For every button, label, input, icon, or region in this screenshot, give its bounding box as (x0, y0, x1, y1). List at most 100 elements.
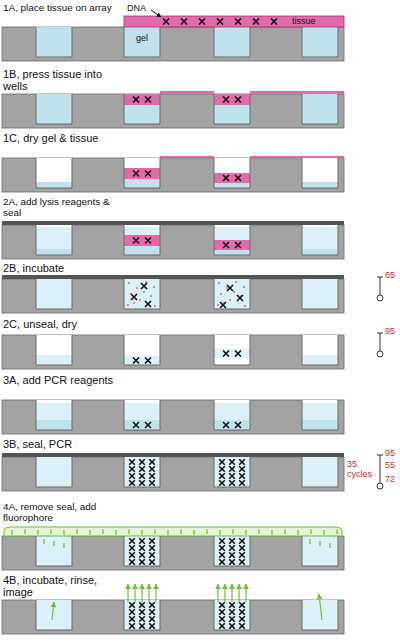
fluorophore-dash (154, 529, 155, 534)
tissue-debris (217, 304, 219, 306)
tissue-plug (214, 240, 250, 250)
temperature-label: 55 (385, 461, 399, 471)
thermometer-bulb (377, 295, 383, 301)
step-label: 3B, seal, PCR (3, 438, 115, 450)
well-wall (124, 27, 160, 57)
dna-mark (181, 19, 187, 25)
dna-mark (253, 19, 259, 25)
lysis-reagent (214, 227, 250, 240)
step-label: 2C, unseal, dry (3, 318, 115, 330)
well-wall (302, 536, 338, 566)
tissue-debris (150, 295, 152, 297)
pcr-product (214, 536, 250, 566)
pcr-product (214, 600, 250, 630)
dna-mark (219, 609, 225, 615)
fluorophore-dash (102, 529, 103, 534)
dna-mark (145, 301, 151, 307)
well (124, 279, 160, 309)
gel (302, 182, 338, 188)
array-block (2, 27, 344, 61)
arrow (319, 594, 322, 620)
dna-mark (149, 459, 155, 465)
fluorophore-dash (24, 529, 25, 534)
well (302, 225, 338, 255)
dna-mark (145, 171, 151, 177)
residue (214, 420, 250, 430)
tissue-layer (250, 156, 344, 158)
tissue-debris (235, 281, 237, 283)
tissue-debris (233, 291, 235, 293)
dna-mark (139, 623, 145, 629)
pcr-product (124, 600, 160, 630)
step-label: 4B, incubate, rinse, image (3, 574, 115, 598)
dna-mark (139, 538, 145, 544)
pcr-reagent (302, 457, 338, 487)
gel (302, 27, 338, 57)
tissue-debris (229, 299, 231, 301)
dna-mark (139, 559, 145, 565)
array-block (2, 158, 344, 192)
dna-mark (229, 616, 235, 622)
dna-mark (229, 473, 235, 479)
tissue-layer (160, 156, 214, 158)
well (124, 225, 160, 255)
well (124, 335, 160, 365)
well-wall (302, 94, 338, 124)
dna-mark (149, 538, 155, 544)
dna-mark (220, 302, 226, 308)
dna-mark (149, 480, 155, 486)
dna-mark (149, 616, 155, 622)
well-wall (36, 94, 72, 124)
fluorophore-dash (319, 541, 320, 546)
tissue-debris (143, 291, 145, 293)
lysate (214, 279, 250, 309)
pcr-reagent (36, 403, 72, 420)
dna-mark (219, 559, 225, 565)
fluorophore-layer (4, 527, 342, 536)
array-block (2, 457, 344, 491)
well-wall (214, 457, 250, 487)
thermometer-stem (377, 333, 383, 351)
tissue-plug (124, 168, 160, 179)
temperature-label: 95 (385, 449, 399, 459)
array-block (2, 225, 344, 259)
arrow (217, 584, 218, 602)
fluorophore-dash (43, 539, 44, 544)
dna-mark (239, 480, 245, 486)
dna-mark (239, 559, 245, 565)
well-wall (214, 27, 250, 57)
fluorophore-dash (310, 529, 311, 534)
dna-mark (133, 358, 139, 364)
dna-mark (139, 466, 145, 472)
dna-mark (237, 295, 243, 301)
dna-mark (149, 473, 155, 479)
fluorophore-dash (180, 529, 181, 534)
dna-mark (229, 459, 235, 465)
dna-mark (139, 473, 145, 479)
panel-3a (2, 400, 344, 434)
panel-1b (2, 91, 344, 128)
dna-mark (229, 602, 235, 608)
tissue-debris (154, 305, 156, 307)
array-block (2, 94, 344, 128)
panel-3b (2, 453, 383, 491)
array-block (2, 279, 344, 313)
well (36, 94, 72, 124)
pcr-reagent (124, 457, 160, 487)
fluorophore-dash (89, 530, 90, 535)
dna-mark (229, 609, 235, 615)
dna-mark (131, 294, 137, 300)
well (302, 457, 338, 487)
well (36, 457, 72, 487)
dna-mark (133, 171, 139, 177)
well-wall (36, 457, 72, 487)
dna-mark (219, 480, 225, 486)
fluorophore-dash (206, 529, 207, 534)
well (302, 27, 338, 57)
dna-mark (129, 466, 135, 472)
pcr-reagent (214, 457, 250, 487)
dna-mark (239, 466, 245, 472)
dna-mark (223, 175, 229, 181)
well (302, 94, 338, 124)
dna-mark (139, 602, 145, 608)
